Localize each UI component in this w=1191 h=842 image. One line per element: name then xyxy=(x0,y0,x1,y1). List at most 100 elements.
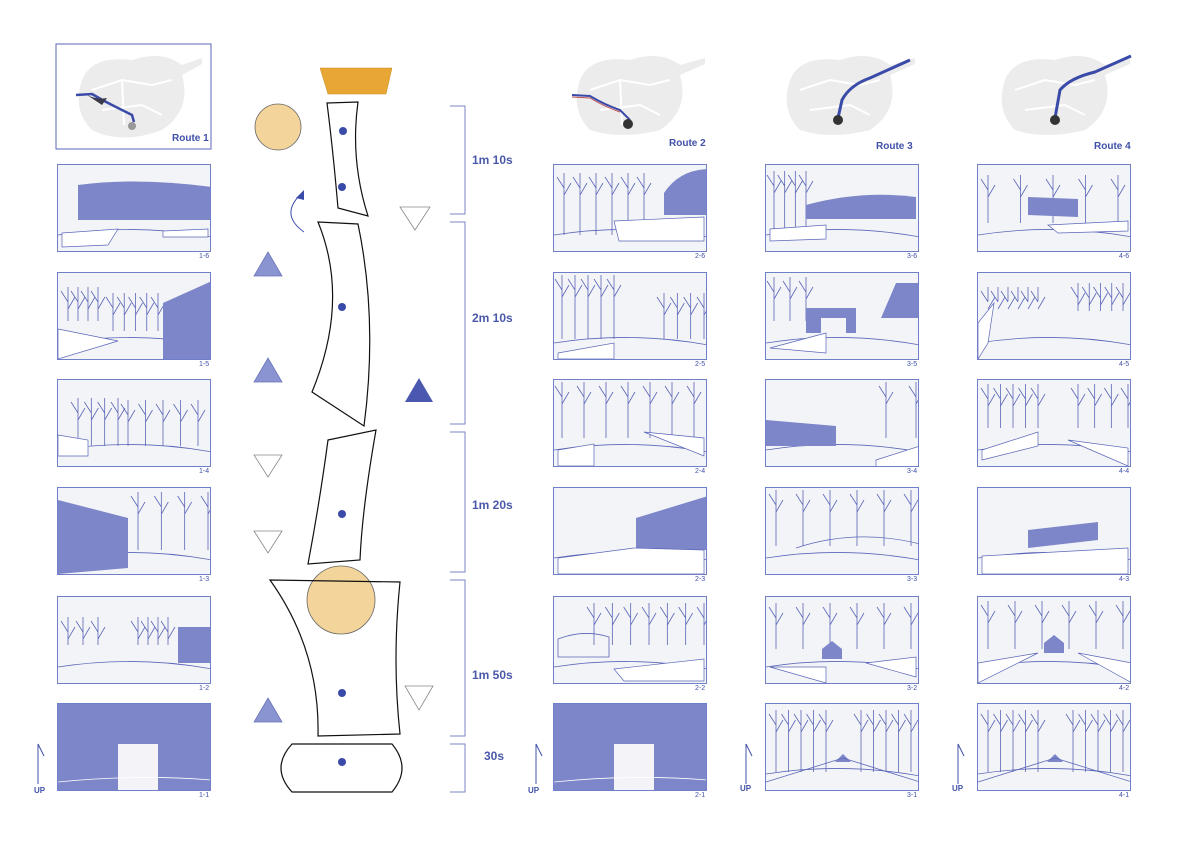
scene-panel-2-6 xyxy=(553,164,707,252)
scene-illustration xyxy=(554,273,706,359)
scene-panel-3-4 xyxy=(765,379,919,467)
scene-label: 4-5 xyxy=(1119,361,1130,368)
segment-shape-1 xyxy=(326,101,369,217)
duration-2: 2m 10s xyxy=(472,311,513,325)
duration-1: 1m 10s xyxy=(472,153,513,167)
triangle-up-right xyxy=(405,378,433,402)
scene-panel-4-5 xyxy=(977,272,1131,360)
scene-label: 1-4 xyxy=(199,468,210,475)
scene-label: 2-2 xyxy=(695,685,706,692)
scene-illustration xyxy=(766,380,918,466)
pause-circle-top xyxy=(254,103,302,151)
scene-illustration xyxy=(766,597,918,683)
route-2-map xyxy=(571,56,705,135)
up-arrows xyxy=(37,743,965,784)
duration-3: 1m 20s xyxy=(472,498,513,512)
scene-panel-4-4 xyxy=(977,379,1131,467)
segment-shape-3 xyxy=(307,429,377,565)
scene-panel-4-2 xyxy=(977,596,1131,684)
scene-panel-1-4 xyxy=(57,379,211,467)
scene-illustration xyxy=(58,273,210,359)
scene-illustration xyxy=(978,597,1130,683)
scene-illustration xyxy=(58,704,210,790)
scene-label: 3-5 xyxy=(907,361,918,368)
up-label-3: UP xyxy=(740,784,752,793)
scene-label: 4-6 xyxy=(1119,253,1130,260)
scene-label: 2-1 xyxy=(695,792,706,799)
triangle-down-right-2 xyxy=(404,685,434,711)
route-1-map-frame xyxy=(55,43,212,150)
scene-panel-4-6 xyxy=(977,164,1131,252)
scene-panel-2-1 xyxy=(553,703,707,791)
segment-shape-4 xyxy=(268,579,401,737)
scene-panel-3-1 xyxy=(765,703,919,791)
scene-panel-1-6 xyxy=(57,164,211,252)
scene-panel-3-2 xyxy=(765,596,919,684)
scene-panel-1-2 xyxy=(57,596,211,684)
triangle-down-right-1 xyxy=(399,206,431,231)
up-label-1: UP xyxy=(34,786,46,795)
up-label-4: UP xyxy=(952,784,964,793)
scene-panel-3-3 xyxy=(765,487,919,575)
scene-panel-2-3 xyxy=(553,487,707,575)
scene-label: 3-6 xyxy=(907,253,918,260)
pause-circle-bottom xyxy=(306,565,376,635)
scene-illustration xyxy=(554,380,706,466)
scene-label: 2-6 xyxy=(695,253,706,260)
scene-label: 3-1 xyxy=(907,792,918,799)
triangle-up-2 xyxy=(253,357,283,383)
route-4-map xyxy=(1001,54,1132,135)
segment-dots xyxy=(338,127,347,766)
scene-label: 3-4 xyxy=(907,468,918,475)
scene-illustration xyxy=(978,380,1130,466)
route-3-map xyxy=(786,56,915,135)
scene-panel-1-3 xyxy=(57,487,211,575)
scene-illustration xyxy=(554,165,706,251)
scene-panel-4-1 xyxy=(977,703,1131,791)
triangle-up-1 xyxy=(253,251,283,277)
route-4-label: Route 4 xyxy=(1094,141,1131,152)
route-1-label: Route 1 xyxy=(172,133,209,144)
triangle-up-3 xyxy=(253,697,283,723)
curved-arrow xyxy=(290,194,305,233)
scene-label: 4-4 xyxy=(1119,468,1130,475)
scene-label: 2-3 xyxy=(695,576,706,583)
scene-panel-4-3 xyxy=(977,487,1131,575)
scene-label: 3-3 xyxy=(907,576,918,583)
scene-label: 4-2 xyxy=(1119,685,1130,692)
scene-label: 1-5 xyxy=(199,361,210,368)
scene-panel-2-5 xyxy=(553,272,707,360)
scene-label: 1-3 xyxy=(199,576,210,583)
scene-label: 4-3 xyxy=(1119,576,1130,583)
scene-illustration xyxy=(554,488,706,574)
scene-panel-1-1 xyxy=(57,703,211,791)
scene-illustration xyxy=(554,704,706,790)
scene-illustration xyxy=(766,165,918,251)
route-2-label: Route 2 xyxy=(669,138,706,149)
scene-illustration xyxy=(766,488,918,574)
triangle-down-2 xyxy=(253,530,283,554)
duration-4: 1m 50s xyxy=(472,668,513,682)
scene-label: 4-1 xyxy=(1119,792,1130,799)
scene-illustration xyxy=(978,273,1130,359)
scene-label: 2-5 xyxy=(695,361,706,368)
scene-illustration xyxy=(978,488,1130,574)
scene-illustration xyxy=(978,704,1130,790)
segment-shape-2 xyxy=(311,221,371,428)
scene-panel-3-5 xyxy=(765,272,919,360)
scene-label: 3-2 xyxy=(907,685,918,692)
scene-panel-1-5 xyxy=(57,272,211,360)
scene-illustration xyxy=(58,597,210,683)
duration-brackets xyxy=(450,105,466,793)
scene-label: 1-2 xyxy=(199,685,210,692)
scene-illustration xyxy=(58,488,210,574)
scene-panel-3-6 xyxy=(765,164,919,252)
route-1-map xyxy=(75,56,202,138)
up-label-2: UP xyxy=(528,786,540,795)
scene-panel-2-2 xyxy=(553,596,707,684)
scene-illustration xyxy=(554,597,706,683)
scene-illustration xyxy=(58,165,210,251)
triangle-down-1 xyxy=(253,454,283,478)
scene-label: 1-6 xyxy=(199,253,210,260)
